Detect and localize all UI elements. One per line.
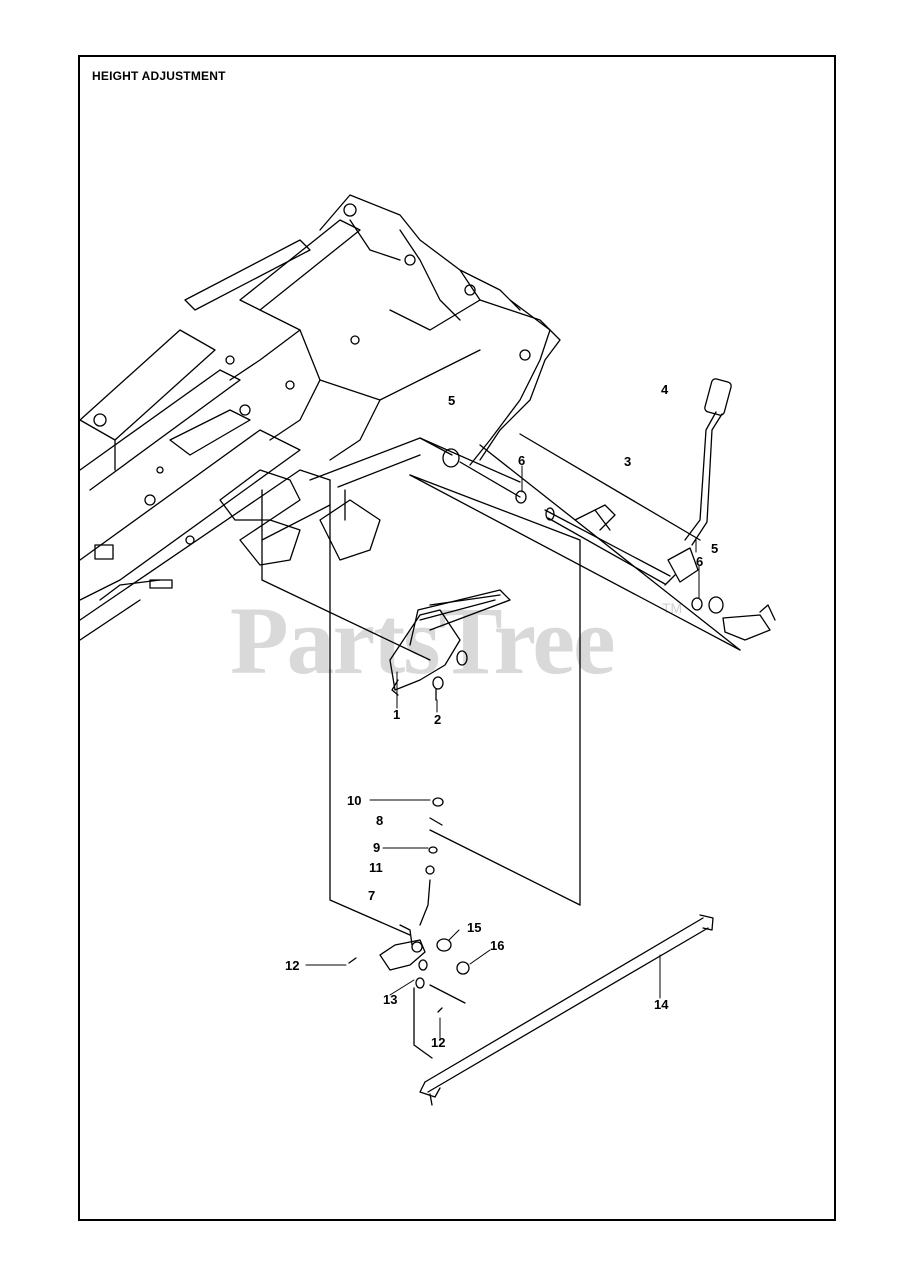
callout-6-left: 6 (518, 453, 525, 468)
callout-9: 9 (373, 840, 380, 855)
watermark: PartsTree (230, 587, 616, 694)
callout-14: 14 (654, 997, 669, 1012)
callout-12-bottom: 12 (431, 1035, 445, 1050)
callout-6-right: 6 (696, 554, 703, 569)
callout-2: 2 (434, 712, 441, 727)
cross-shaft-assembly (261, 433, 741, 936)
callout-12-left: 12 (285, 958, 299, 973)
callout-4: 4 (661, 382, 669, 397)
diagram-frame: HEIGHT ADJUSTMENT (78, 55, 836, 1221)
lower-link-assembly (348, 797, 470, 1059)
chassis-frame (79, 194, 561, 641)
lift-shaft (442, 448, 671, 585)
bolt-2 (432, 676, 444, 701)
lift-lever (664, 378, 732, 586)
diagram-title: HEIGHT ADJUSTMENT (92, 69, 226, 83)
callout-13: 13 (383, 992, 397, 1007)
callout-10: 10 (347, 793, 361, 808)
callout-8: 8 (376, 813, 383, 828)
callout-labels: 1 2 3 4 5 5 6 6 7 8 9 10 11 12 12 13 14 … (285, 382, 718, 1050)
right-bracket (722, 604, 776, 641)
pedal-bracket (389, 589, 511, 696)
bushings (515, 490, 724, 614)
callout-3: 3 (624, 454, 631, 469)
callout-5-right: 5 (711, 541, 718, 556)
callout-15: 15 (467, 920, 481, 935)
callout-5-upper: 5 (448, 393, 455, 408)
callout-7: 7 (368, 888, 375, 903)
callout-11: 11 (369, 860, 383, 875)
leader-lines (305, 465, 700, 1039)
link-rod-14 (419, 914, 714, 1106)
callout-1: 1 (393, 707, 400, 722)
callout-16: 16 (490, 938, 504, 953)
